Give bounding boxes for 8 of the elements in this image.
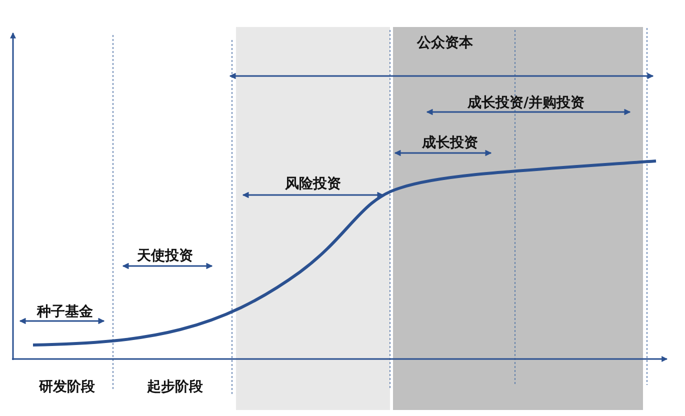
stage-label: 研发阶段 (39, 380, 95, 394)
band-label: 公众资本 (417, 36, 473, 50)
stage-label: 起步阶段 (147, 380, 203, 394)
range-label: 种子基金 (37, 305, 93, 319)
range-label: 风险投资 (285, 177, 341, 191)
range-label: 天使投资 (137, 249, 193, 263)
range-label: 成长投资/并购投资 (467, 96, 585, 110)
range-label: 成长投资 (422, 136, 478, 150)
